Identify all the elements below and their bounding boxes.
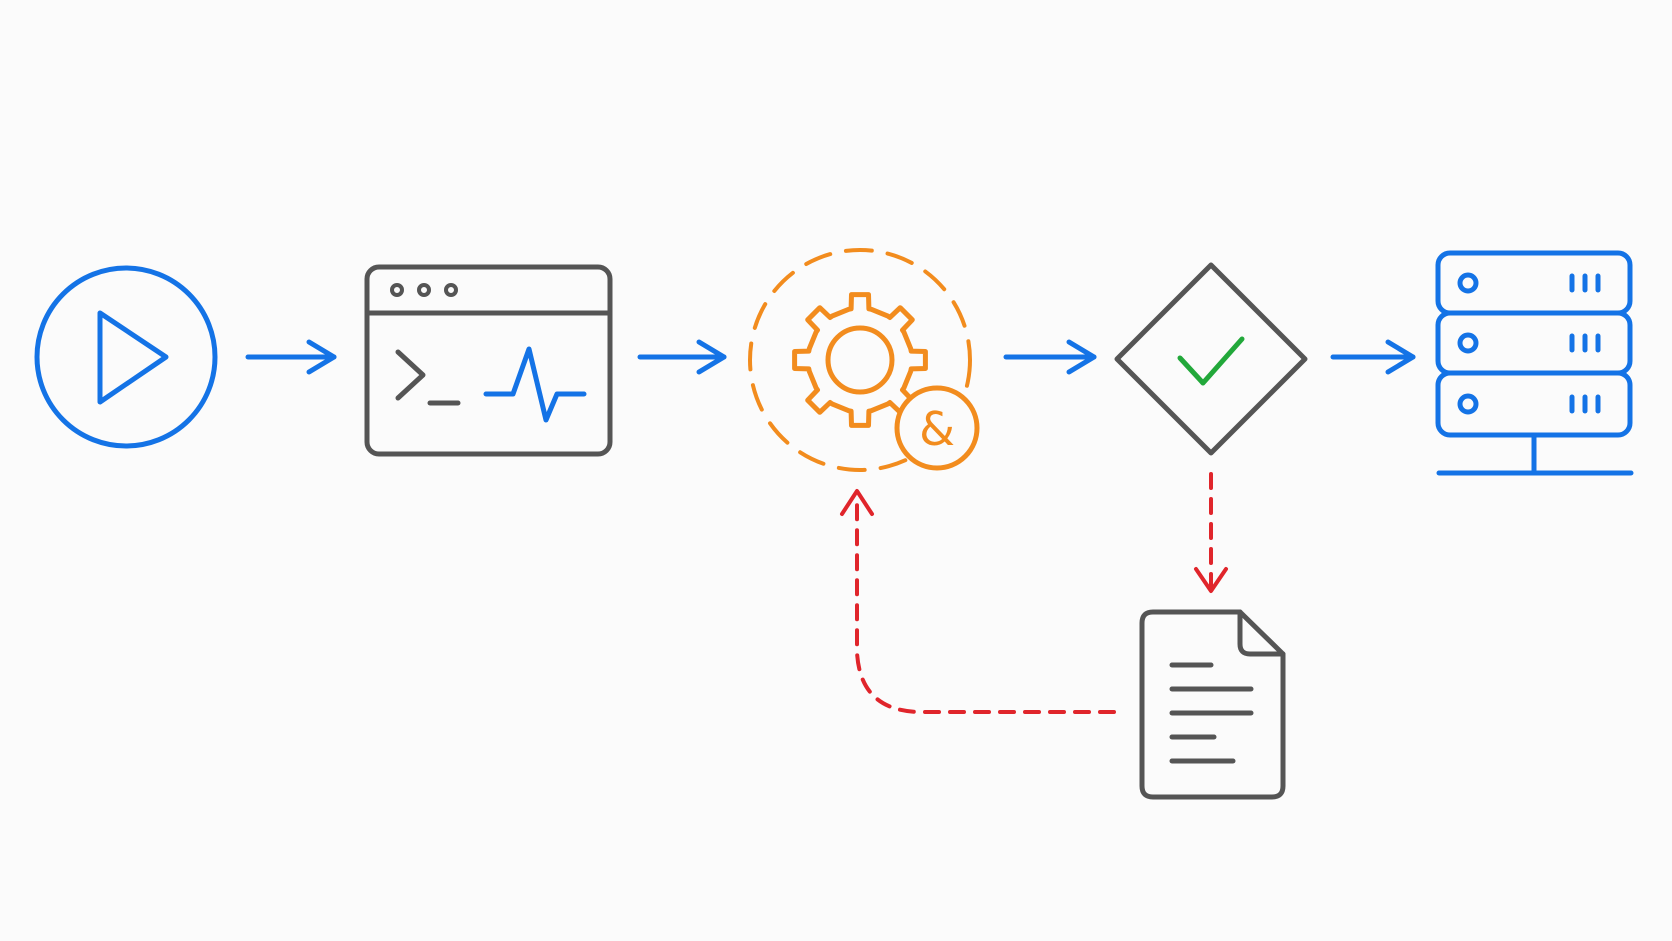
arrow-terminal-to-processing (637, 339, 727, 375)
arrow-validation-to-deploy (1330, 339, 1416, 375)
gear-ampersand-icon: & (748, 248, 980, 472)
document-icon (1139, 609, 1286, 800)
arrow-log-to-processing (840, 489, 1116, 714)
ampersand-badge: & (919, 402, 955, 456)
server-stack-icon (1435, 250, 1634, 476)
arrow-validation-to-log (1194, 472, 1228, 593)
arrow-start-to-terminal (245, 339, 337, 375)
terminal-window-icon (364, 264, 613, 457)
arrow-processing-to-validation (1003, 339, 1097, 375)
diamond-check-icon (1114, 262, 1308, 456)
play-circle-icon (34, 265, 218, 449)
